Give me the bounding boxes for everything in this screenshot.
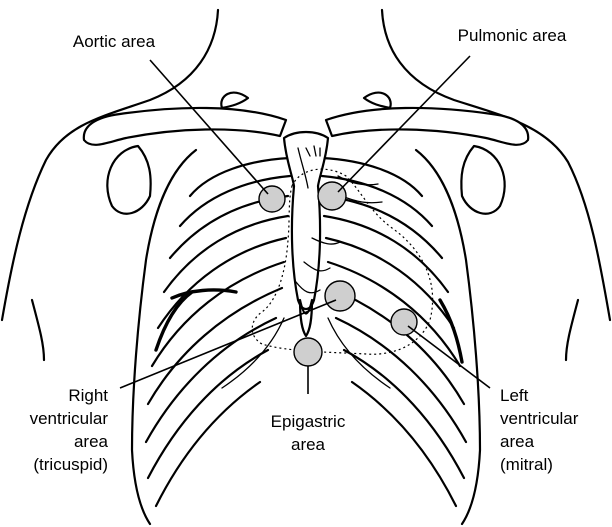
left-ventricular-area-marker	[391, 309, 417, 335]
epigastric-area-label: Epigastric area	[252, 410, 364, 456]
epigastric-area-marker	[294, 338, 322, 366]
auscultation-areas	[259, 182, 417, 366]
pulmonic-area-marker	[318, 182, 346, 210]
aortic-area-label: Aortic area	[44, 30, 184, 53]
left-ventricular-area-label: Left ventricular area (mitral)	[500, 384, 608, 476]
right-ventricular-area-marker	[325, 281, 355, 311]
right-ventricular-area-label: Right ventricular area (tricuspid)	[2, 384, 108, 476]
pulmonic-area-label: Pulmonic area	[430, 24, 594, 47]
aortic-area-marker	[259, 186, 285, 212]
